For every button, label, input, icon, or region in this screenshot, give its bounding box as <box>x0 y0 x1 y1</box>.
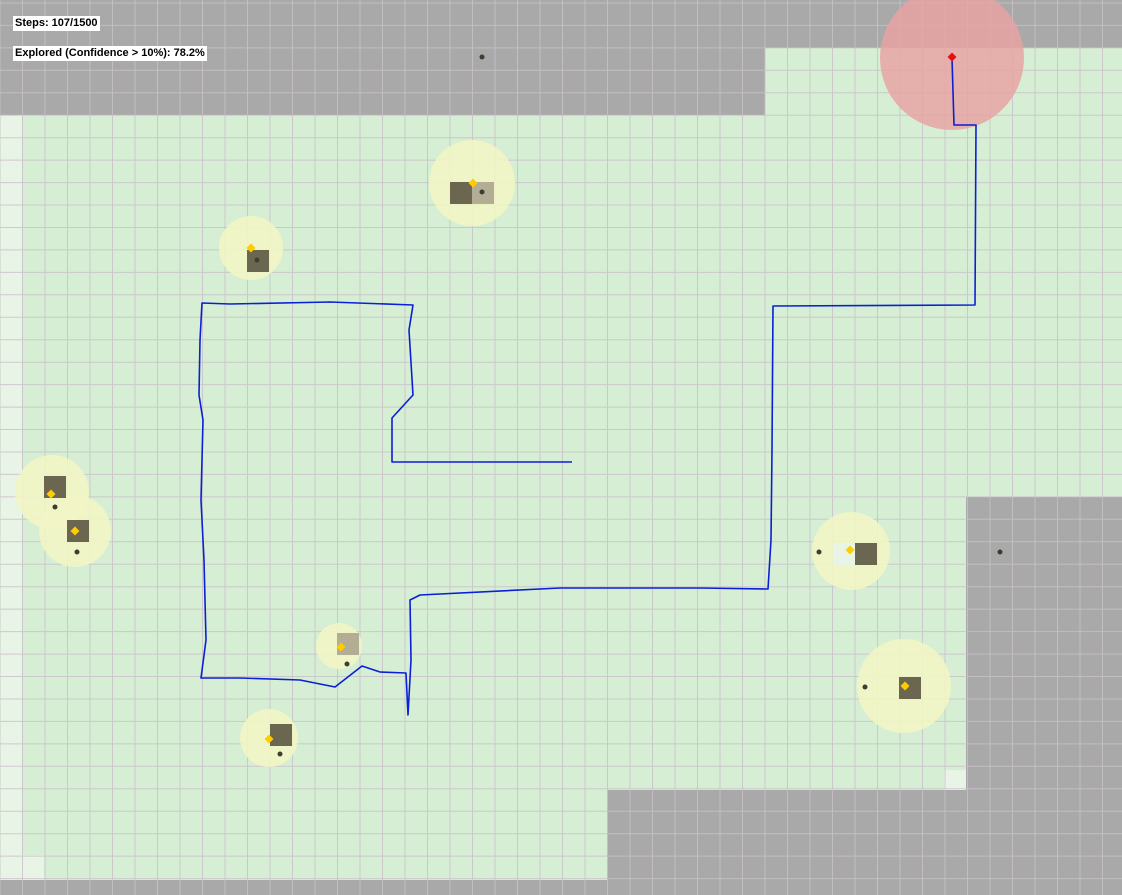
low-confidence-cell <box>0 585 22 675</box>
landmark-dot-icon <box>254 257 260 263</box>
landmark-dot-icon <box>862 684 868 690</box>
agent-icon <box>947 52 957 62</box>
obstacle-block <box>855 543 877 565</box>
landmark-dot-icon <box>479 189 485 195</box>
low-confidence-cell <box>944 770 966 790</box>
target-marker-icon <box>70 526 80 536</box>
target-marker-icon <box>336 642 346 652</box>
target-marker-icon <box>468 178 478 188</box>
obstacle-block <box>270 724 292 746</box>
obstacle-block <box>450 182 472 204</box>
landmark-dot-icon <box>74 549 80 555</box>
target-marker-icon <box>264 734 274 744</box>
target-marker-icon <box>845 545 855 555</box>
explored-percentage: Explored (Confidence > 10%): 78.2% <box>13 46 207 61</box>
low-confidence-cell <box>0 135 22 585</box>
explored-regions <box>0 48 1122 880</box>
target-marker-icon <box>900 681 910 691</box>
low-confidence-cell <box>0 115 22 135</box>
low-confidence-cell <box>0 675 22 880</box>
low-confidence-cell <box>22 855 44 880</box>
landmark-dot-icon <box>479 54 485 60</box>
landmark-dot-icon <box>277 751 283 757</box>
landmark-dot-icon <box>997 549 1003 555</box>
target-marker-icon <box>46 489 56 499</box>
explored-area <box>0 48 1122 880</box>
steps-counter: Steps: 107/1500 <box>13 16 100 31</box>
landmark-dot-icon <box>816 549 822 555</box>
obstacle-block <box>833 543 855 565</box>
markers <box>46 52 1003 757</box>
landmark-dot-icon <box>52 504 58 510</box>
path-trace <box>198 57 977 716</box>
obstacle-block <box>899 677 921 699</box>
target-marker-icon <box>246 243 256 253</box>
landmark-dot-icon <box>344 661 350 667</box>
agent-path <box>198 57 977 716</box>
